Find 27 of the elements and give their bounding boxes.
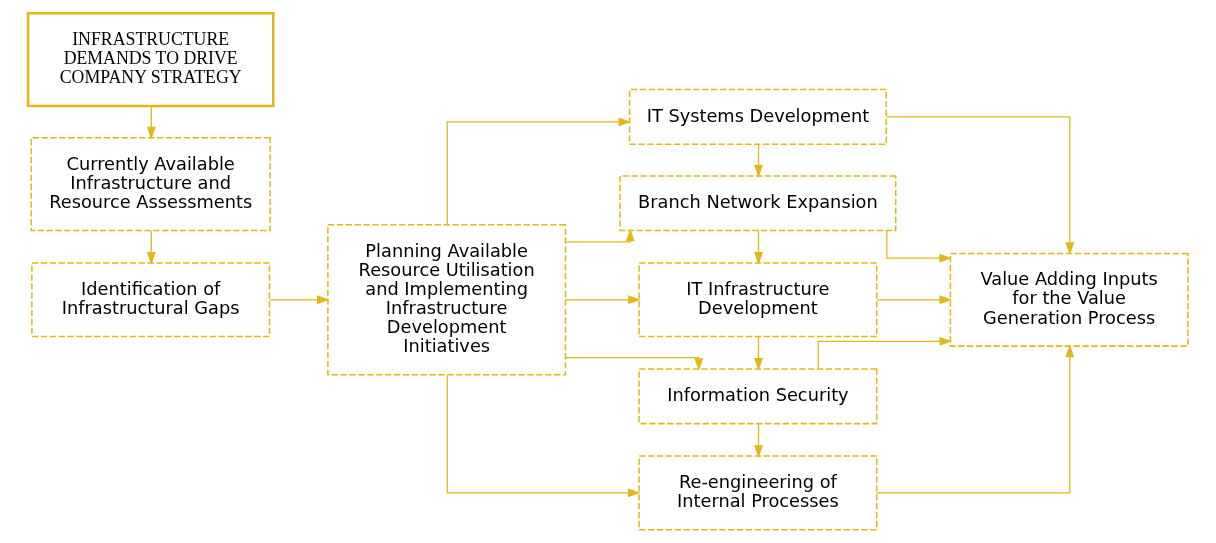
arrow: [564, 228, 635, 243]
arrow: [754, 230, 763, 265]
arrow: [754, 143, 763, 178]
arrow: [754, 423, 763, 458]
arrow: [754, 336, 763, 371]
node-box: Branch Network Expansion: [619, 175, 897, 232]
node-box: IT Systems Development: [628, 88, 887, 145]
node-box: Planning Available Resource Utilisation and Implementing Infrastructure Development Initiatives: [327, 224, 567, 376]
arrow: [886, 230, 952, 263]
node-box: Information Security: [638, 368, 878, 425]
arrow: [269, 295, 330, 305]
arrow: [446, 374, 641, 498]
arrow: [446, 117, 632, 225]
arrow: [876, 295, 953, 305]
arrow: [565, 356, 704, 371]
node-box: Identification of Infrastructural Gaps: [31, 262, 271, 338]
node-box: INFRASTRUCTURE DEMANDS TO DRIVE COMPANY STRATEGY: [26, 12, 275, 108]
arrow: [146, 230, 156, 265]
node-box: Value Adding Inputs for the Value Generation Process: [949, 252, 1189, 347]
node-box: IT Infrastructure Development: [638, 262, 878, 338]
node-box: Currently Available Infrastructure and Resource Assessments: [30, 137, 271, 232]
arrow: [885, 116, 1075, 256]
node-box: Re-engineering of Internal Processes: [638, 455, 878, 531]
arrow: [146, 105, 156, 140]
arrow: [876, 344, 1075, 494]
arrow: [817, 336, 953, 370]
arrow: [565, 295, 641, 305]
